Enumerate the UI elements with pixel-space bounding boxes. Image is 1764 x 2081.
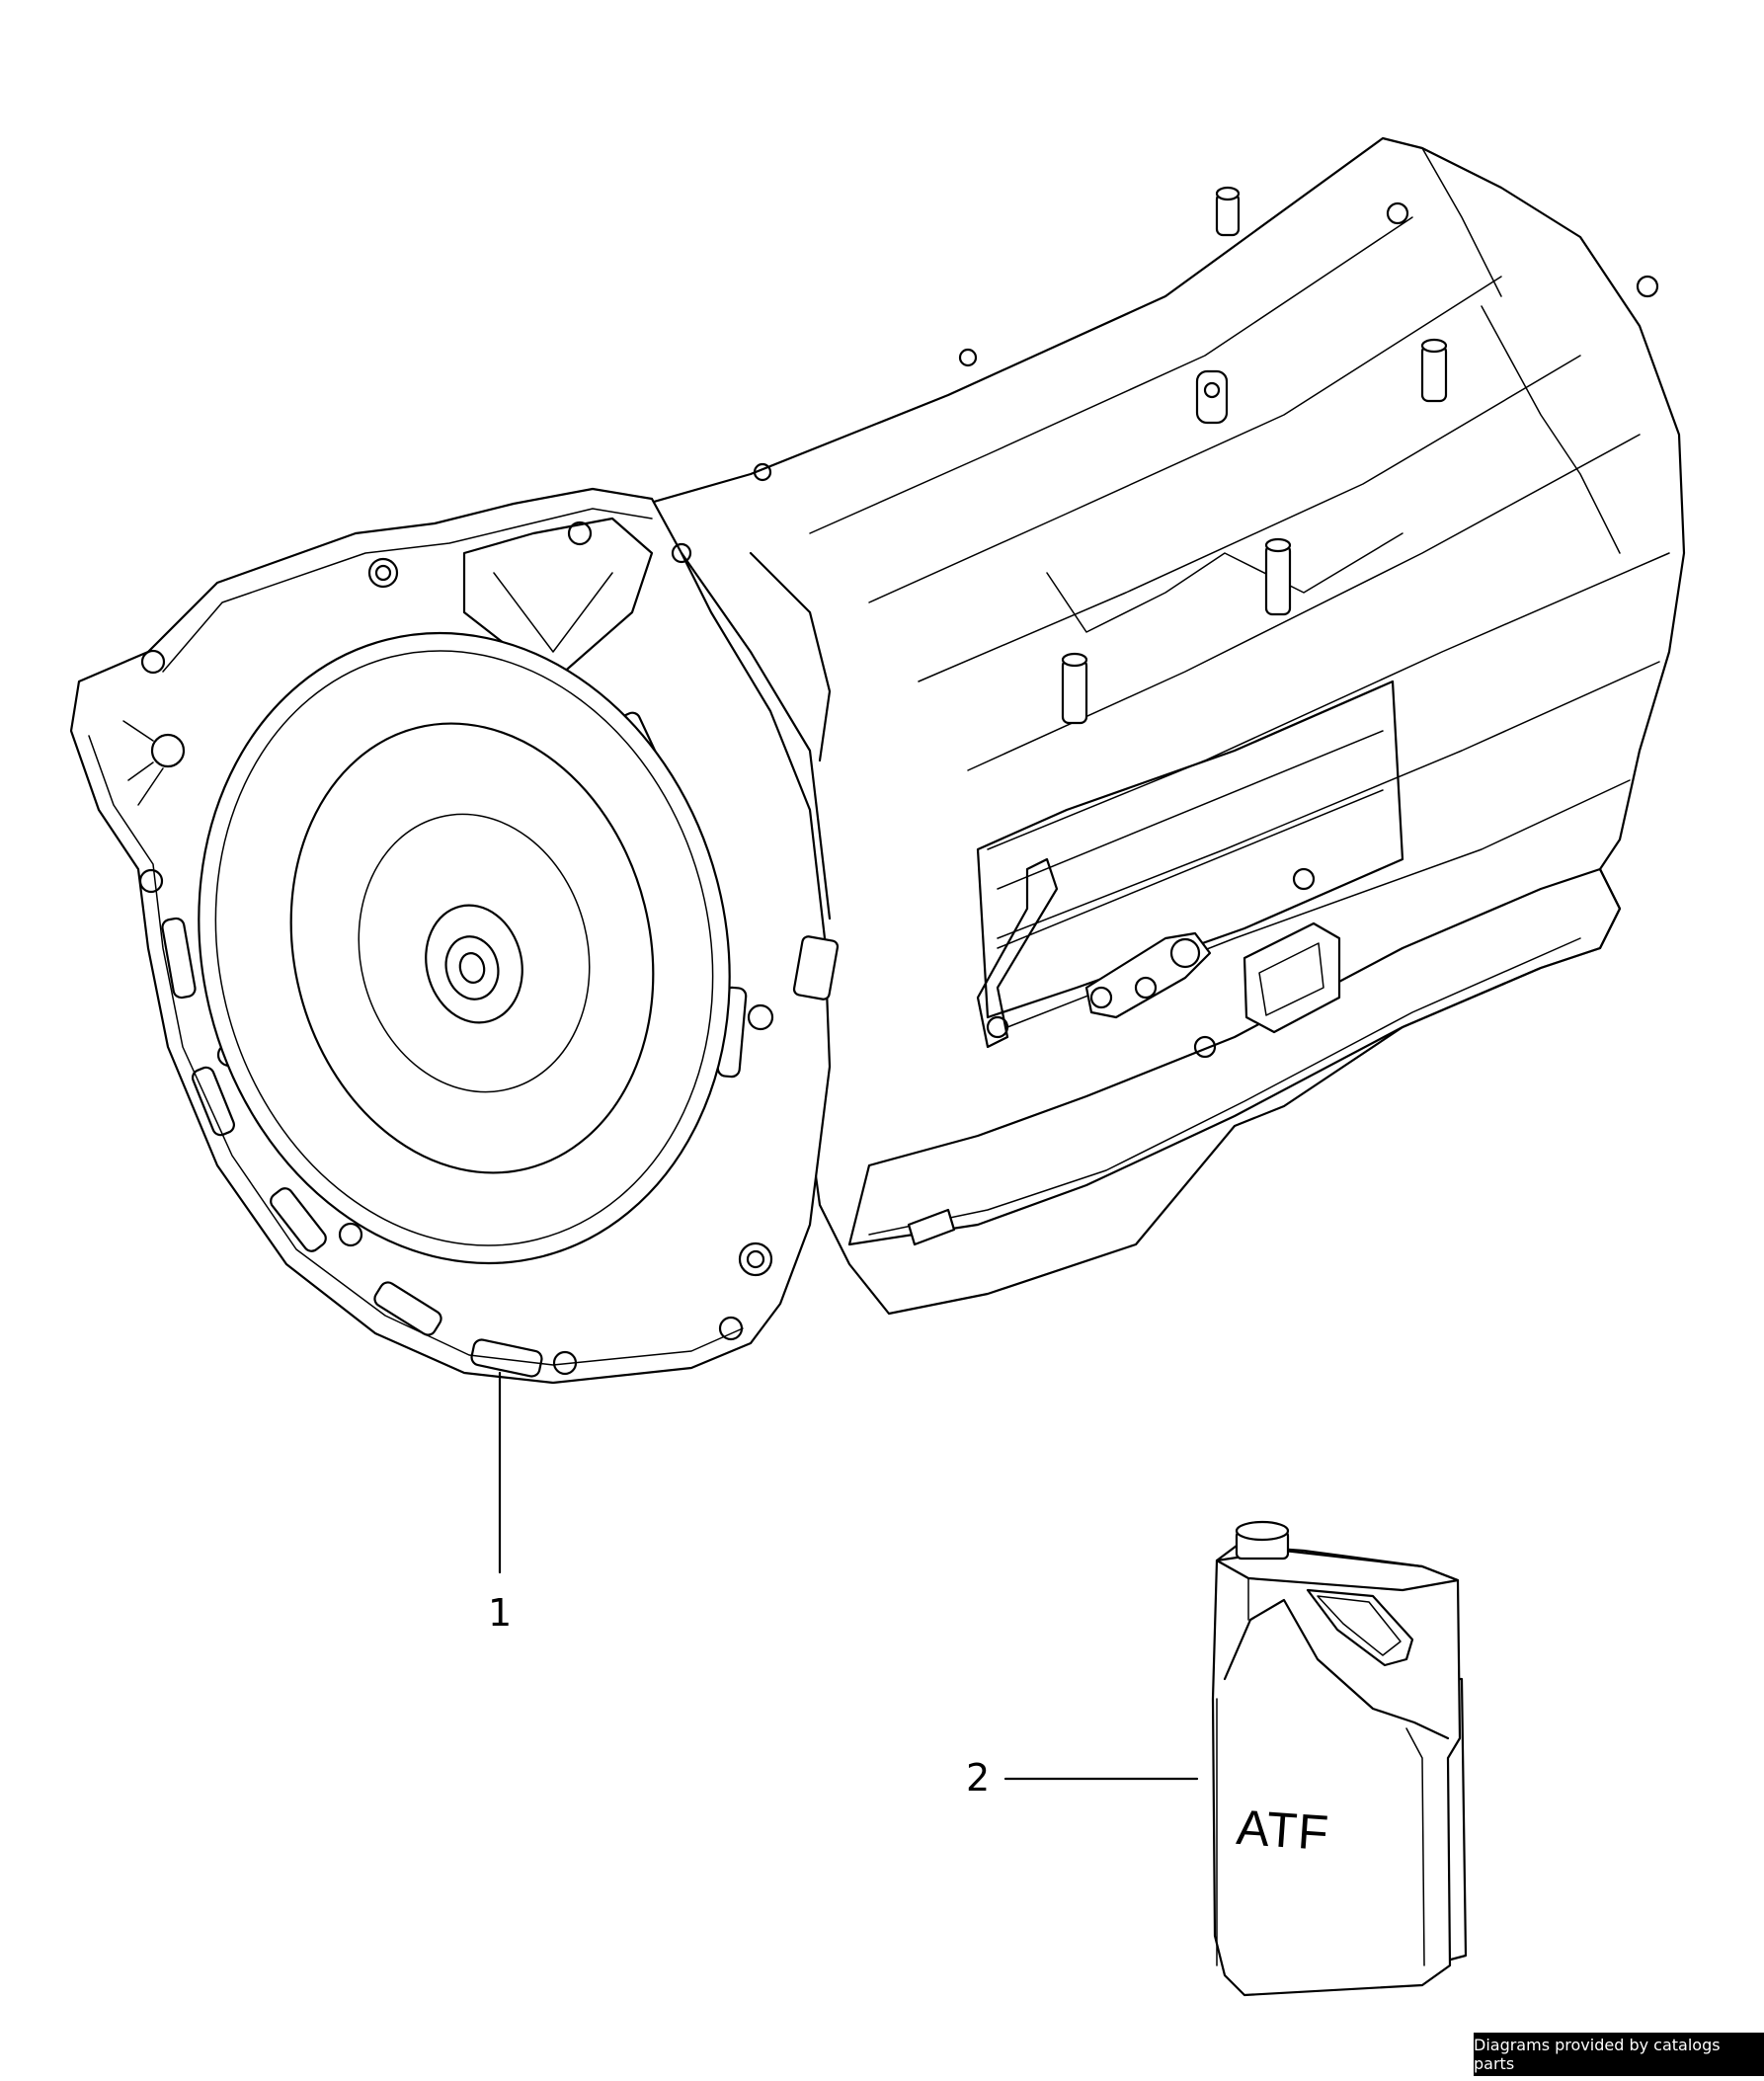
atf-jug-handle bbox=[1306, 1588, 1414, 1667]
torque-converter bbox=[198, 631, 731, 1265]
credit-badge: Diagrams provided by catalogs parts bbox=[1474, 2033, 1764, 2076]
housing-gusset bbox=[462, 517, 654, 683]
drain-plug bbox=[907, 1208, 956, 1246]
transmission-assembly[interactable] bbox=[69, 136, 1686, 1574]
atf-container-label: ATF bbox=[1235, 1799, 1331, 1862]
selector-lever bbox=[1084, 931, 1212, 1019]
atf-container[interactable] bbox=[1003, 1520, 1468, 1997]
callout-number-1: 1 bbox=[488, 1591, 513, 1635]
oil-pan bbox=[847, 867, 1622, 1246]
callout-number-2: 2 bbox=[966, 1756, 991, 1800]
mounting-boss bbox=[122, 720, 186, 806]
case-studs bbox=[753, 186, 1659, 725]
electrical-connector bbox=[1243, 921, 1341, 1034]
valve-body bbox=[976, 680, 1404, 1019]
bracket bbox=[976, 857, 1059, 1049]
